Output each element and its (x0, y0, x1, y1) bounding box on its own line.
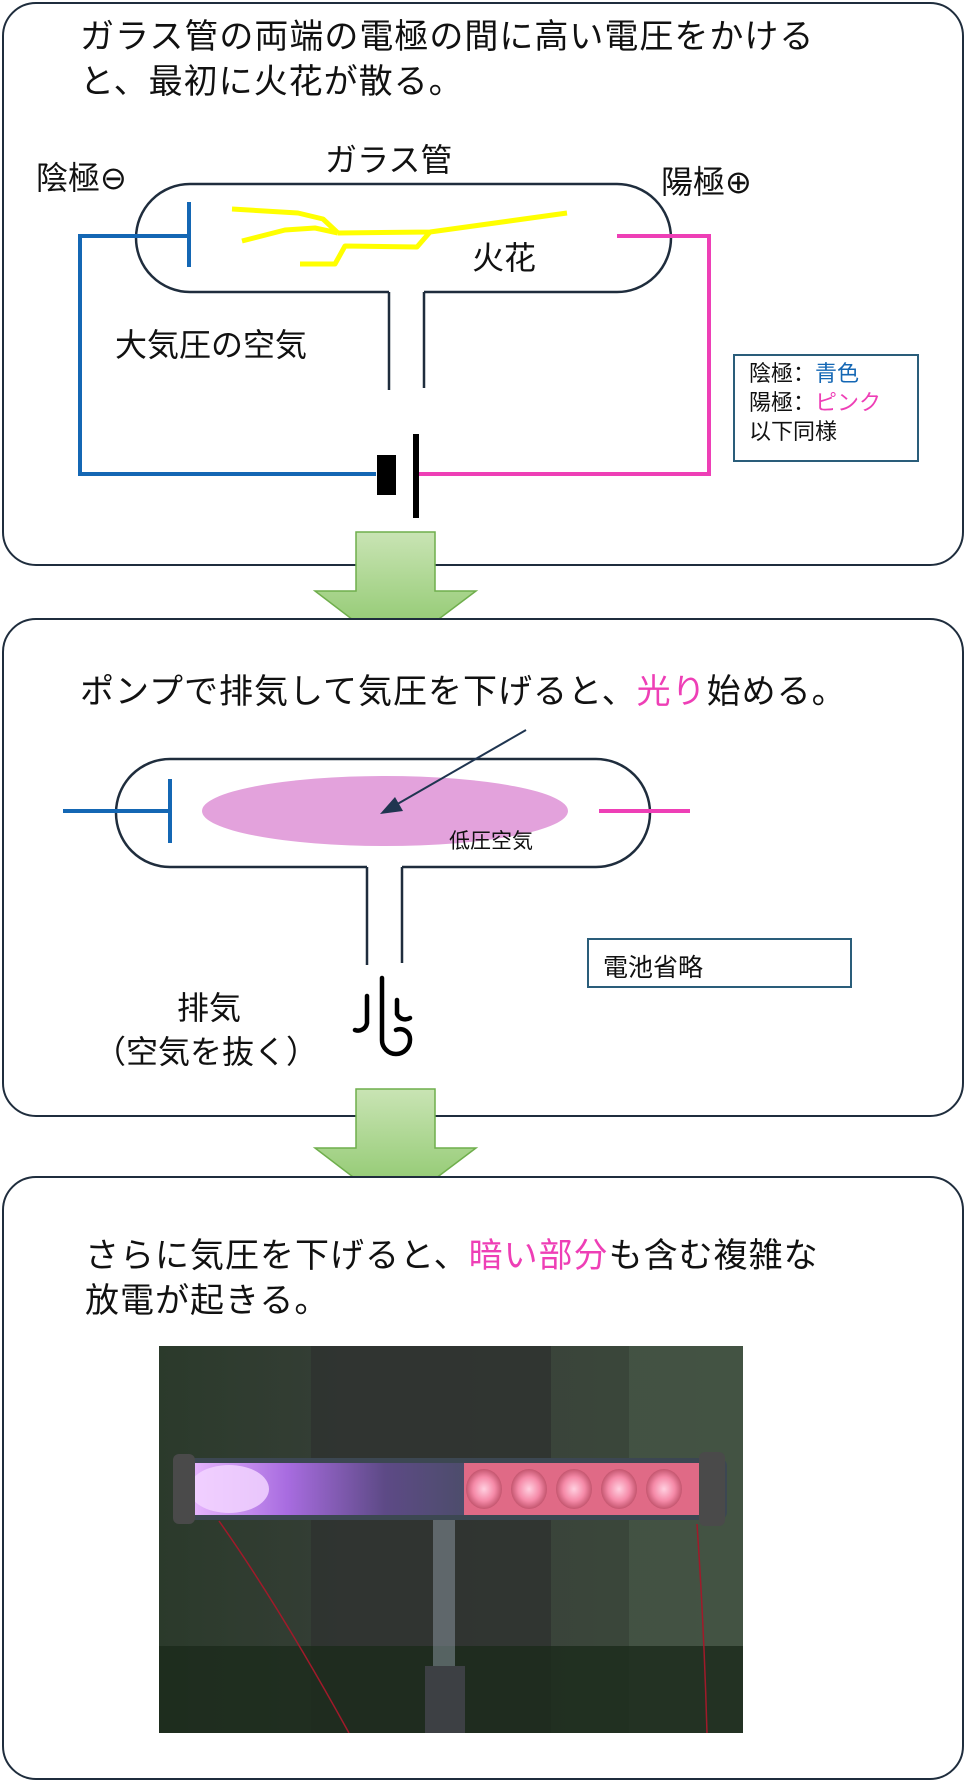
panel3-caption-prefix: さらに気圧を下げると、 (85, 1236, 469, 1276)
glass-tube-label: ガラス管 (325, 141, 453, 179)
pointer-arrow (393, 729, 527, 807)
exhaust-description: （空気を抜く） (94, 1033, 319, 1071)
battery-omitted-text: 電池省略 (603, 953, 704, 982)
legend-anode-color: ピンク (815, 391, 882, 416)
battery-omitted-box: 電池省略 (587, 938, 852, 988)
anode-wire (418, 234, 711, 476)
discharge-tube-photo (159, 1346, 743, 1733)
legend-cathode-row: 陰極：青色 (749, 360, 903, 389)
spark-label: 火花 (472, 239, 537, 277)
panel3-caption-line1: さらに気圧を下げると、暗い部分も含む複雑な (85, 1234, 819, 1278)
legend-anode-row: 陽極：ピンク (749, 389, 903, 418)
panel2-caption-suffix: 始める。 (706, 672, 847, 712)
panel2-caption-prefix: ポンプで排気して気圧を下げると、 (80, 672, 637, 712)
atmospheric-air-label: 大気圧の空気 (115, 326, 308, 364)
legend-note: 以下同様 (749, 420, 838, 445)
panel1-circuit-diagram (78, 182, 711, 518)
battery-icon (377, 434, 419, 518)
pointer-arrowhead (380, 797, 403, 814)
panel1-caption-line2: と、最初に火花が散る。 (80, 62, 464, 102)
panel2-caption-highlight: 光り (636, 672, 707, 712)
anode-label: 陽極⊕ (661, 163, 752, 201)
panel3-caption-suffix: も含む複雑な (608, 1236, 819, 1276)
legend-cathode-prefix: 陰極： (749, 362, 816, 387)
panel3-caption-highlight: 暗い部分 (468, 1236, 609, 1276)
electrode-color-legend: 陰極：青色 陽極：ピンク 以下同様 (733, 354, 919, 462)
glass-tube-outline (134, 182, 673, 294)
spark-icon (231, 206, 568, 267)
panel3-caption-line2: 放電が起きる。 (85, 1281, 330, 1321)
panel2-caption: ポンプで排気して気圧を下げると、光り始める。 (80, 670, 847, 714)
cathode-wire (78, 234, 376, 476)
legend-cathode-color: 青色 (815, 362, 860, 387)
panel1-caption-line1: ガラス管の両端の電極の間に高い電圧をかける (80, 17, 815, 57)
legend-anode-prefix: 陽極： (749, 391, 816, 416)
low-pressure-air-label: 低圧空気 (449, 829, 533, 853)
glass-tube-outline-2 (114, 757, 652, 869)
cathode-label: 陰極⊖ (36, 159, 127, 197)
exhaust-label: 排気 (177, 989, 242, 1027)
wind-icon (352, 975, 413, 1057)
panel2-tube-diagram (63, 729, 690, 1057)
